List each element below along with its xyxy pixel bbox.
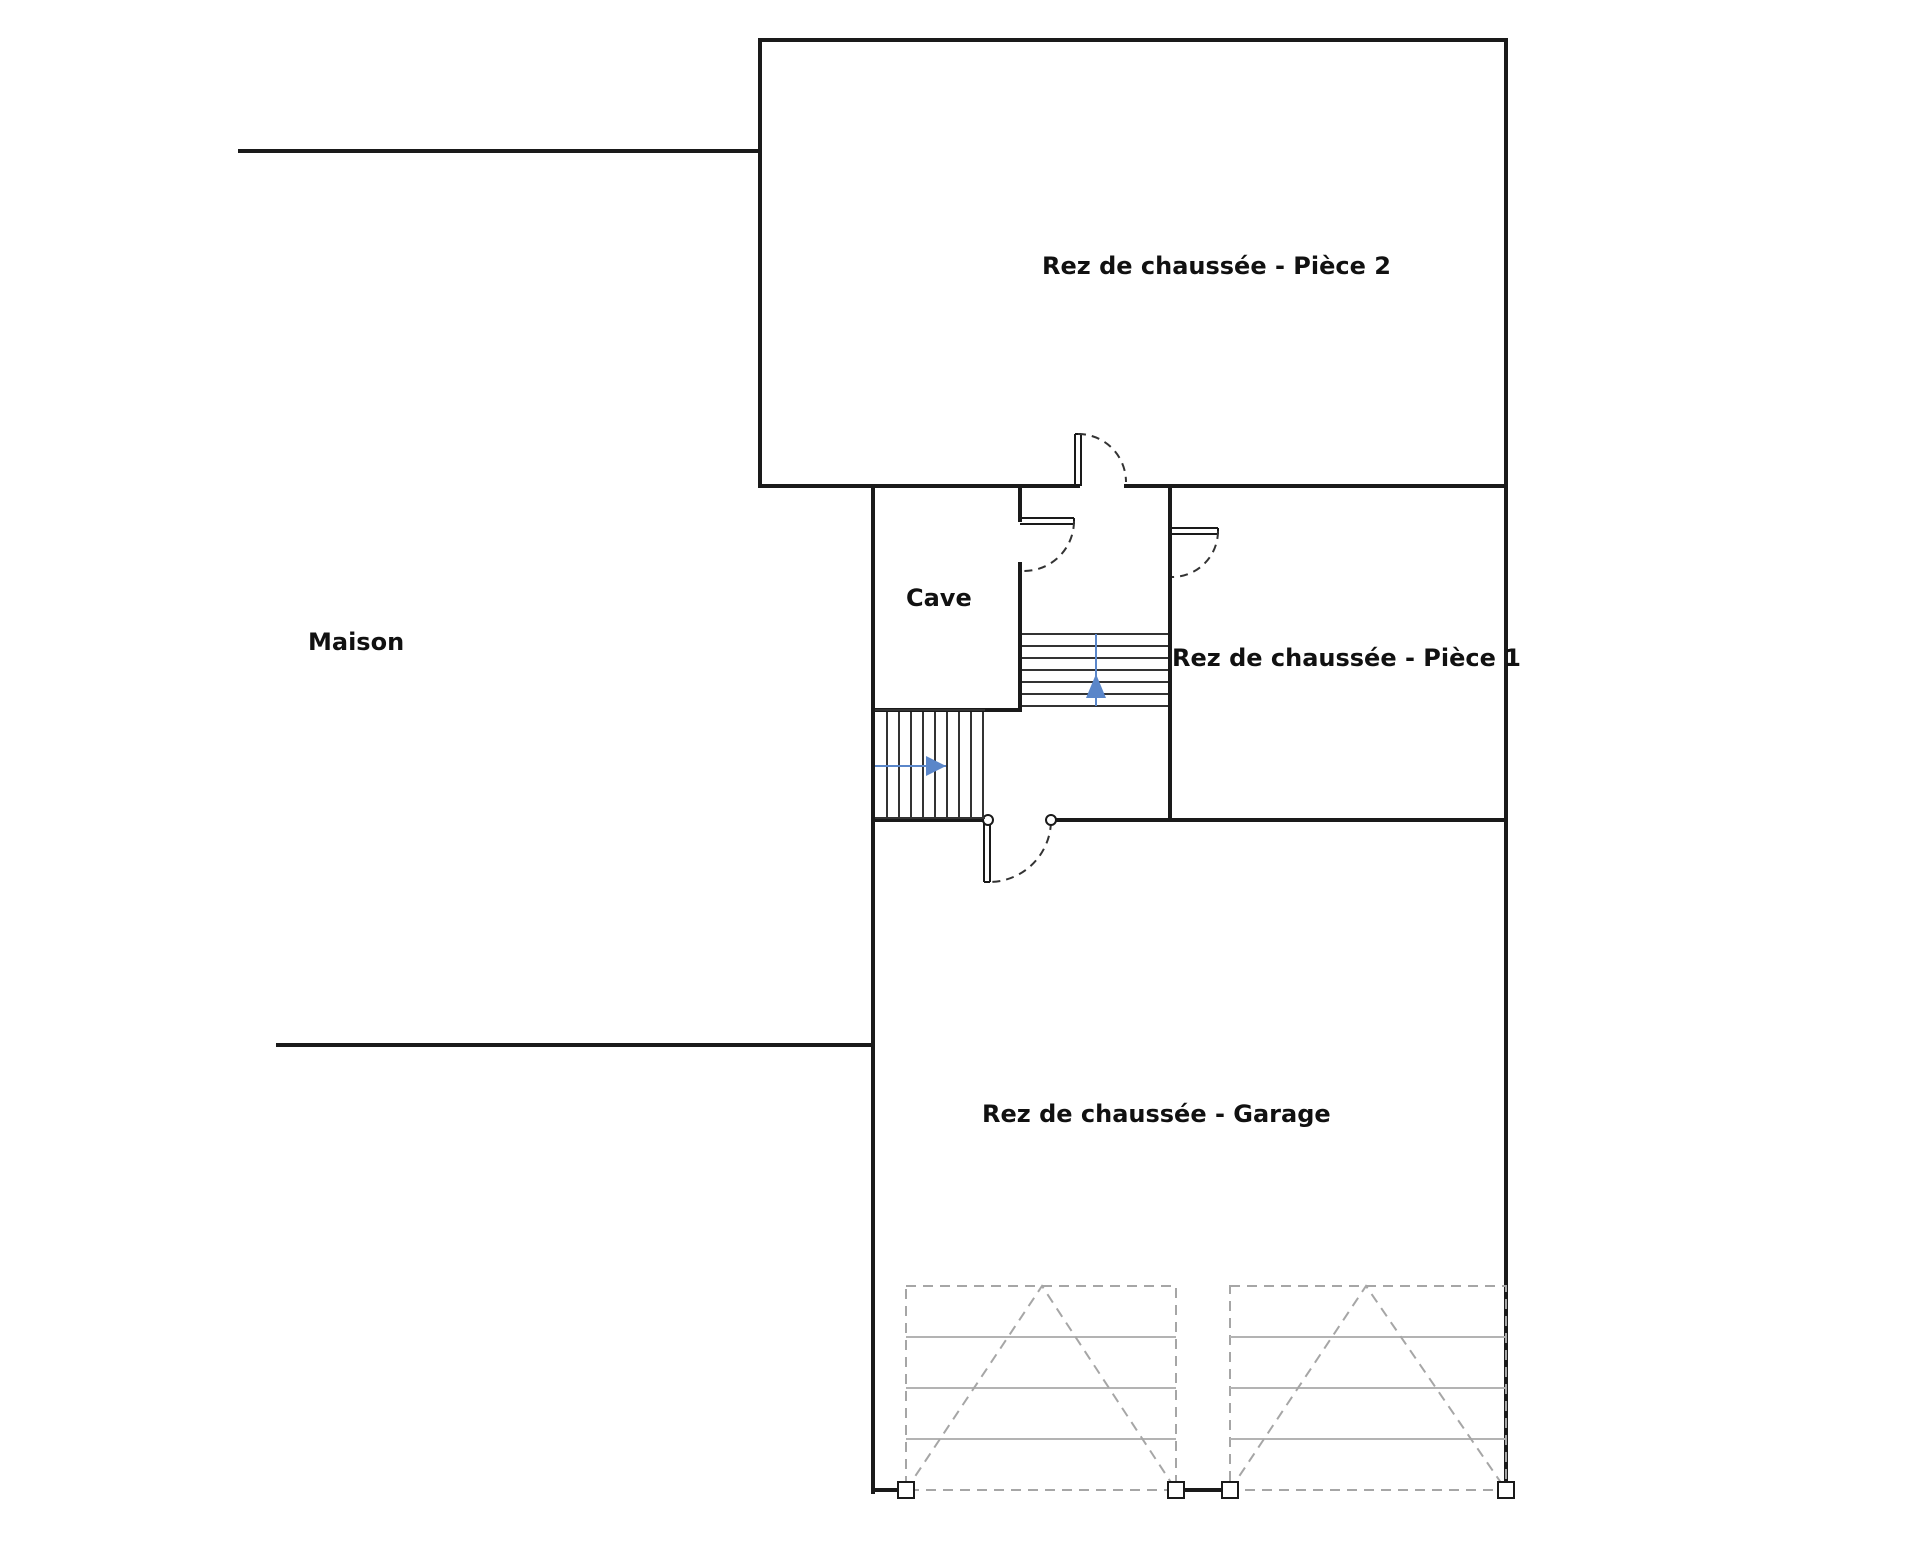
door-cave [1020,517,1075,572]
door-garage [982,814,1057,883]
room-piece2-walls [758,38,1508,488]
stair-upper [1022,633,1168,707]
label-maison: Maison [308,628,404,656]
label-piece1: Rez de chaussée - Pièce 1 [1172,644,1521,672]
door-piece1 [1170,527,1219,578]
label-piece2: Rez de chaussée - Pièce 2 [1042,252,1391,280]
label-cave: Cave [906,584,972,612]
stair-lower [875,709,985,819]
stair-upper-arrow-icon [1086,674,1106,698]
label-garage: Rez de chaussée - Garage [982,1100,1331,1128]
core-walls [871,484,1508,1494]
garage-door-right [1221,1284,1515,1499]
stair-lower-arrow-icon [926,756,946,776]
door-piece2 [1074,433,1127,486]
garage-door-left [897,1284,1185,1499]
